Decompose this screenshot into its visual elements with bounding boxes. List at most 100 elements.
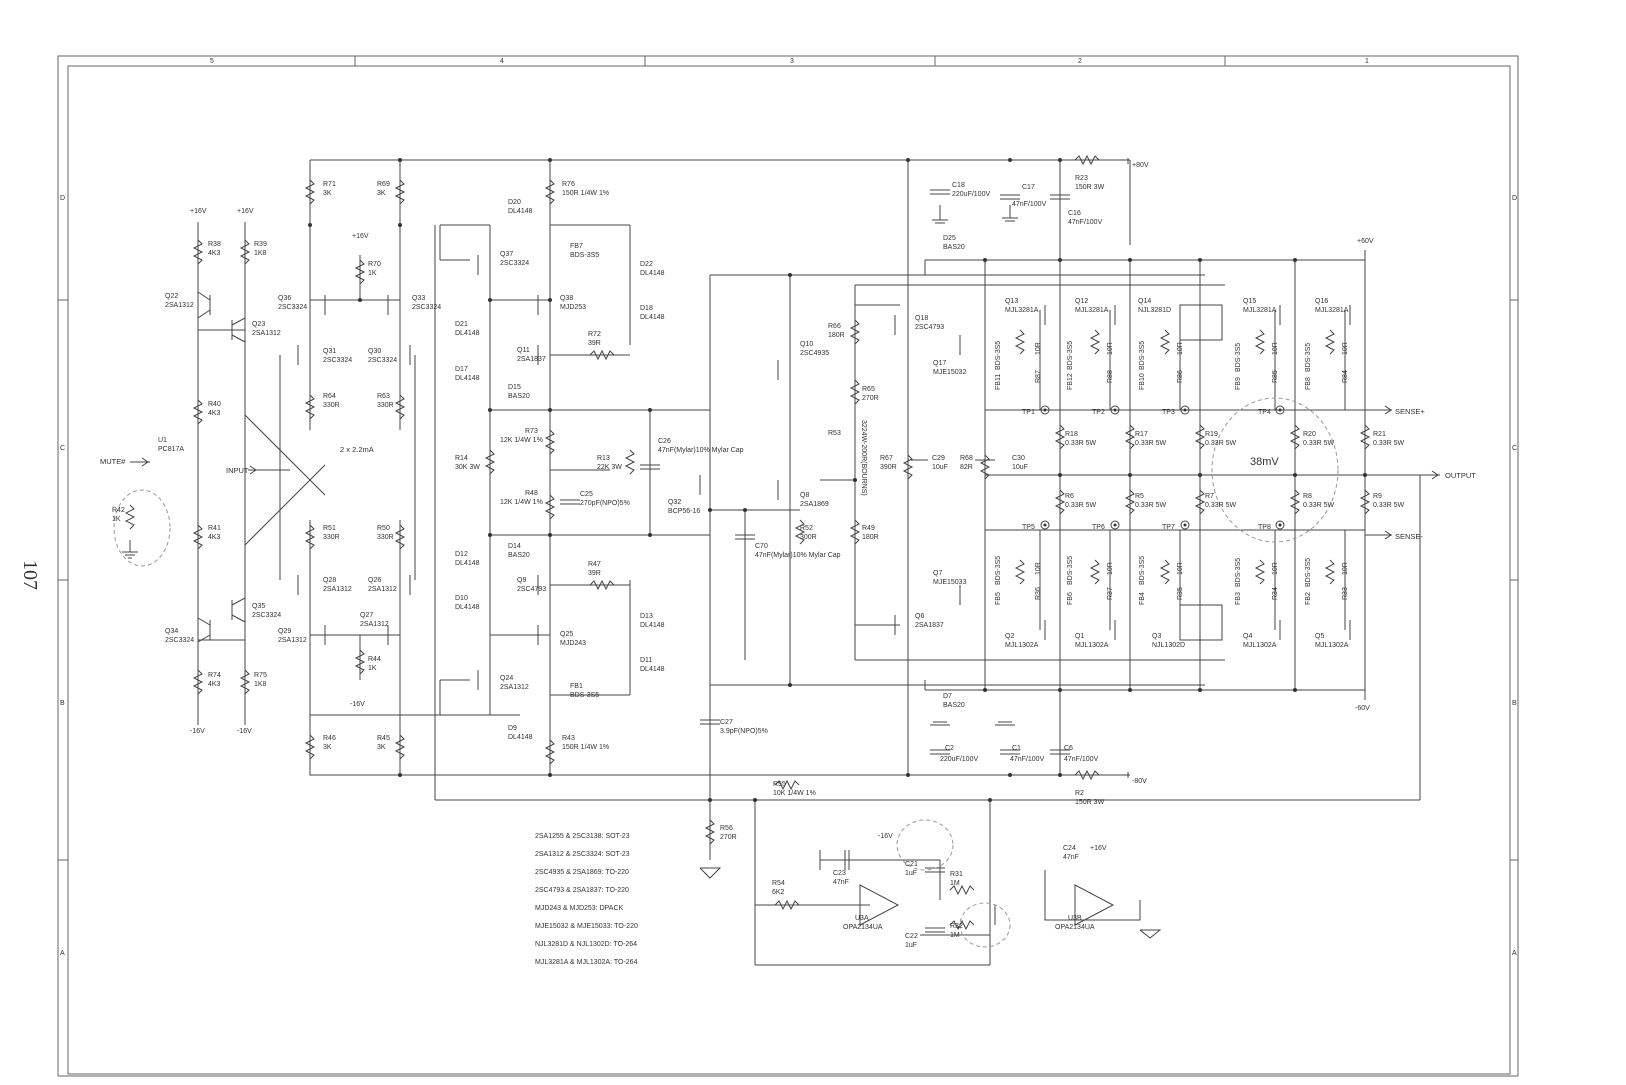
ref-fb6: FB6 (1067, 592, 1074, 605)
ref-d13: D13 (640, 613, 653, 620)
val-r23: 150R 3W (1075, 184, 1105, 191)
val-r33: 10R (1342, 562, 1349, 575)
input-label: INPUT (226, 466, 249, 475)
val-r35: 10R (1177, 562, 1184, 575)
val-r54: 6K2 (772, 889, 785, 896)
component-labels: R38 4K3 R39 1K8 Q22 2SA1312 Q23 2SA1312 … (112, 175, 1405, 949)
ref-fb2: FB2 (1305, 592, 1312, 605)
col-label-4: 4 (500, 58, 504, 65)
vp80: +80V (1132, 162, 1149, 169)
vn16-c: -16V (350, 701, 365, 708)
ref-r64: R64 (323, 393, 336, 400)
vp60: +60V (1357, 238, 1374, 245)
ref-q37: Q37 (500, 251, 513, 258)
tp7-label: TP7 (1162, 524, 1175, 531)
ref-q33: Q33 (412, 295, 425, 302)
ref-r56: R56 (720, 825, 733, 832)
col-label-2: 2 (1078, 58, 1082, 65)
val-c23: 47nF (833, 879, 849, 886)
ref-r53: R53 (828, 430, 841, 437)
val-r87: 10R (1035, 342, 1042, 355)
ref-q17: Q17 (933, 360, 946, 367)
val-d22: DL4148 (640, 270, 665, 277)
ref-r71: R71 (323, 181, 336, 188)
val-q26: 2SA1312 (368, 586, 397, 593)
ref-r13: R13 (597, 455, 610, 462)
row-label-a-right: A (1512, 950, 1517, 957)
val-d10: DL4148 (455, 604, 480, 611)
val-c17: 47nF/100V (1012, 201, 1047, 208)
ref-q29: Q29 (278, 628, 291, 635)
ref-r14: R14 (455, 455, 468, 462)
ref-c29: C29 (932, 455, 945, 462)
output-label: OUTPUT (1445, 471, 1476, 480)
val-r63: 330R (377, 402, 394, 409)
ref-q28: Q28 (323, 577, 336, 584)
ref-r76: R76 (562, 181, 575, 188)
ref-r37: R37 (1107, 587, 1114, 600)
ref-d11: D11 (640, 657, 652, 664)
ref-fb4: FB4 (1139, 592, 1146, 605)
val-q1: MJL1302A (1075, 642, 1109, 649)
val-r67: 390R (880, 464, 897, 471)
ref-r38: R38 (208, 241, 221, 248)
ref-r42: R42 (112, 507, 125, 514)
val-q3: NJL1302D (1152, 642, 1185, 649)
val-r69: 3K (377, 190, 386, 197)
ref-q25: Q25 (560, 631, 573, 638)
ref-d12: D12 (455, 551, 468, 558)
val-q4: MJL1302A (1243, 642, 1277, 649)
ref-q1: Q1 (1075, 633, 1084, 640)
vp16-a: +16V (190, 208, 207, 215)
junctions (308, 158, 1367, 802)
val-r64: 330R (323, 402, 340, 409)
package-note-1: 2SA1255 & 2SC3138: SOT-23 (535, 833, 630, 840)
tp5-label: TP5 (1022, 524, 1035, 531)
val-c29: 10uF (932, 464, 948, 471)
ref-r67: R67 (880, 455, 893, 462)
val-q37: 2SC3324 (500, 260, 529, 267)
power-labels: +16V +16V +16V -16V -16V -16V +80V -80V … (190, 162, 1374, 852)
val-q18: 2SC4793 (915, 324, 944, 331)
ref-q4: Q4 (1243, 633, 1252, 640)
ref-r43: R43 (562, 735, 575, 742)
ref-r45: R45 (377, 735, 390, 742)
ref-r31: R31 (950, 871, 963, 878)
ref-q30: Q30 (368, 348, 381, 355)
val-r5: 0.33R 5W (1135, 502, 1167, 509)
val-r6: 0.33R 5W (1065, 502, 1097, 509)
package-notes: 2SA1255 & 2SC3138: SOT-23 2SA1312 & 2SC3… (535, 833, 638, 966)
ref-q13: Q13 (1005, 298, 1018, 305)
val-q13: MJL3281A (1005, 307, 1039, 314)
ref-r20: R20 (1303, 431, 1316, 438)
ref-r39: R39 (254, 241, 267, 248)
val-r44: 1K (368, 665, 377, 672)
val-q9: 2SC4793 (517, 586, 546, 593)
tp6-label: TP6 (1092, 524, 1105, 531)
ref-c21: C21 (905, 861, 918, 868)
ref-r51: R51 (323, 525, 336, 532)
ref-fb3: FB3 (1235, 592, 1242, 605)
ref-c70: C70 (755, 543, 768, 550)
ref-q2: Q2 (1005, 633, 1014, 640)
ref-r87: R87 (1035, 370, 1042, 383)
ref-q26: Q26 (368, 577, 381, 584)
val-u3a: OPA2134UA (843, 924, 883, 931)
ref-r6: R6 (1065, 493, 1074, 500)
val-fb2: BDS-3S5 (1305, 558, 1312, 587)
bias-voltage-note: 38mV (1250, 456, 1279, 468)
bias-current-note: 2 x 2.2mA (340, 445, 374, 454)
ref-c23: C23 (833, 870, 846, 877)
ref-c24: C24 (1063, 845, 1076, 852)
ref-r17: R17 (1135, 431, 1148, 438)
ref-q7: Q7 (933, 570, 942, 577)
val-r8: 0.33R 5W (1303, 502, 1335, 509)
capacitor-symbols (560, 189, 1070, 933)
val-r47: 39R (588, 570, 601, 577)
val-r7: 0.33R 5W (1205, 502, 1237, 509)
ref-r34: R34 (1272, 587, 1279, 600)
ref-u3a: U3A (855, 915, 869, 922)
val-c24: 47nF (1063, 854, 1079, 861)
val-q24: 2SA1312 (500, 684, 529, 691)
val-q34: 2SC3324 (165, 637, 194, 644)
